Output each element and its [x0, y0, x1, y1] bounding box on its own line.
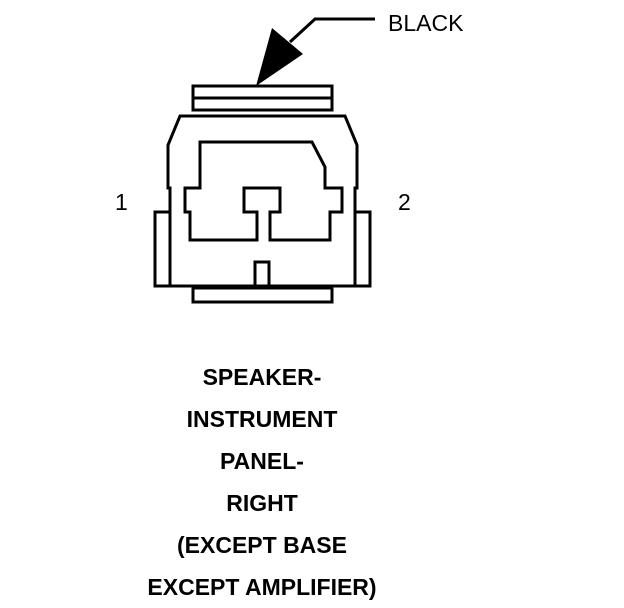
latch-lower-bar	[191, 96, 334, 112]
caption-line: SPEAKER-	[202, 364, 322, 390]
latch-top-bar	[191, 84, 334, 100]
pin-1-label: 1	[115, 189, 128, 215]
right-flange	[353, 210, 372, 288]
terminal-cavity	[183, 140, 344, 242]
caption-line: EXCEPT AMPLIFIER)	[147, 574, 377, 600]
caption-line: PANEL-	[220, 448, 304, 474]
pin-2-label: 2	[398, 189, 411, 215]
connector-color-label: BLACK	[388, 10, 464, 36]
caption-line: RIGHT	[226, 490, 298, 516]
leader-line	[288, 17, 375, 44]
left-flange	[153, 210, 172, 288]
connector-caption: SPEAKER- INSTRUMENT PANEL- RIGHT (EXCEPT…	[80, 356, 444, 608]
caption-line: (EXCEPT BASE	[177, 532, 347, 558]
caption-line: INSTRUMENT	[186, 406, 338, 432]
bottom-base-bar	[191, 286, 334, 304]
arrow-head	[256, 28, 303, 86]
bottom-lock-tab	[253, 260, 271, 290]
